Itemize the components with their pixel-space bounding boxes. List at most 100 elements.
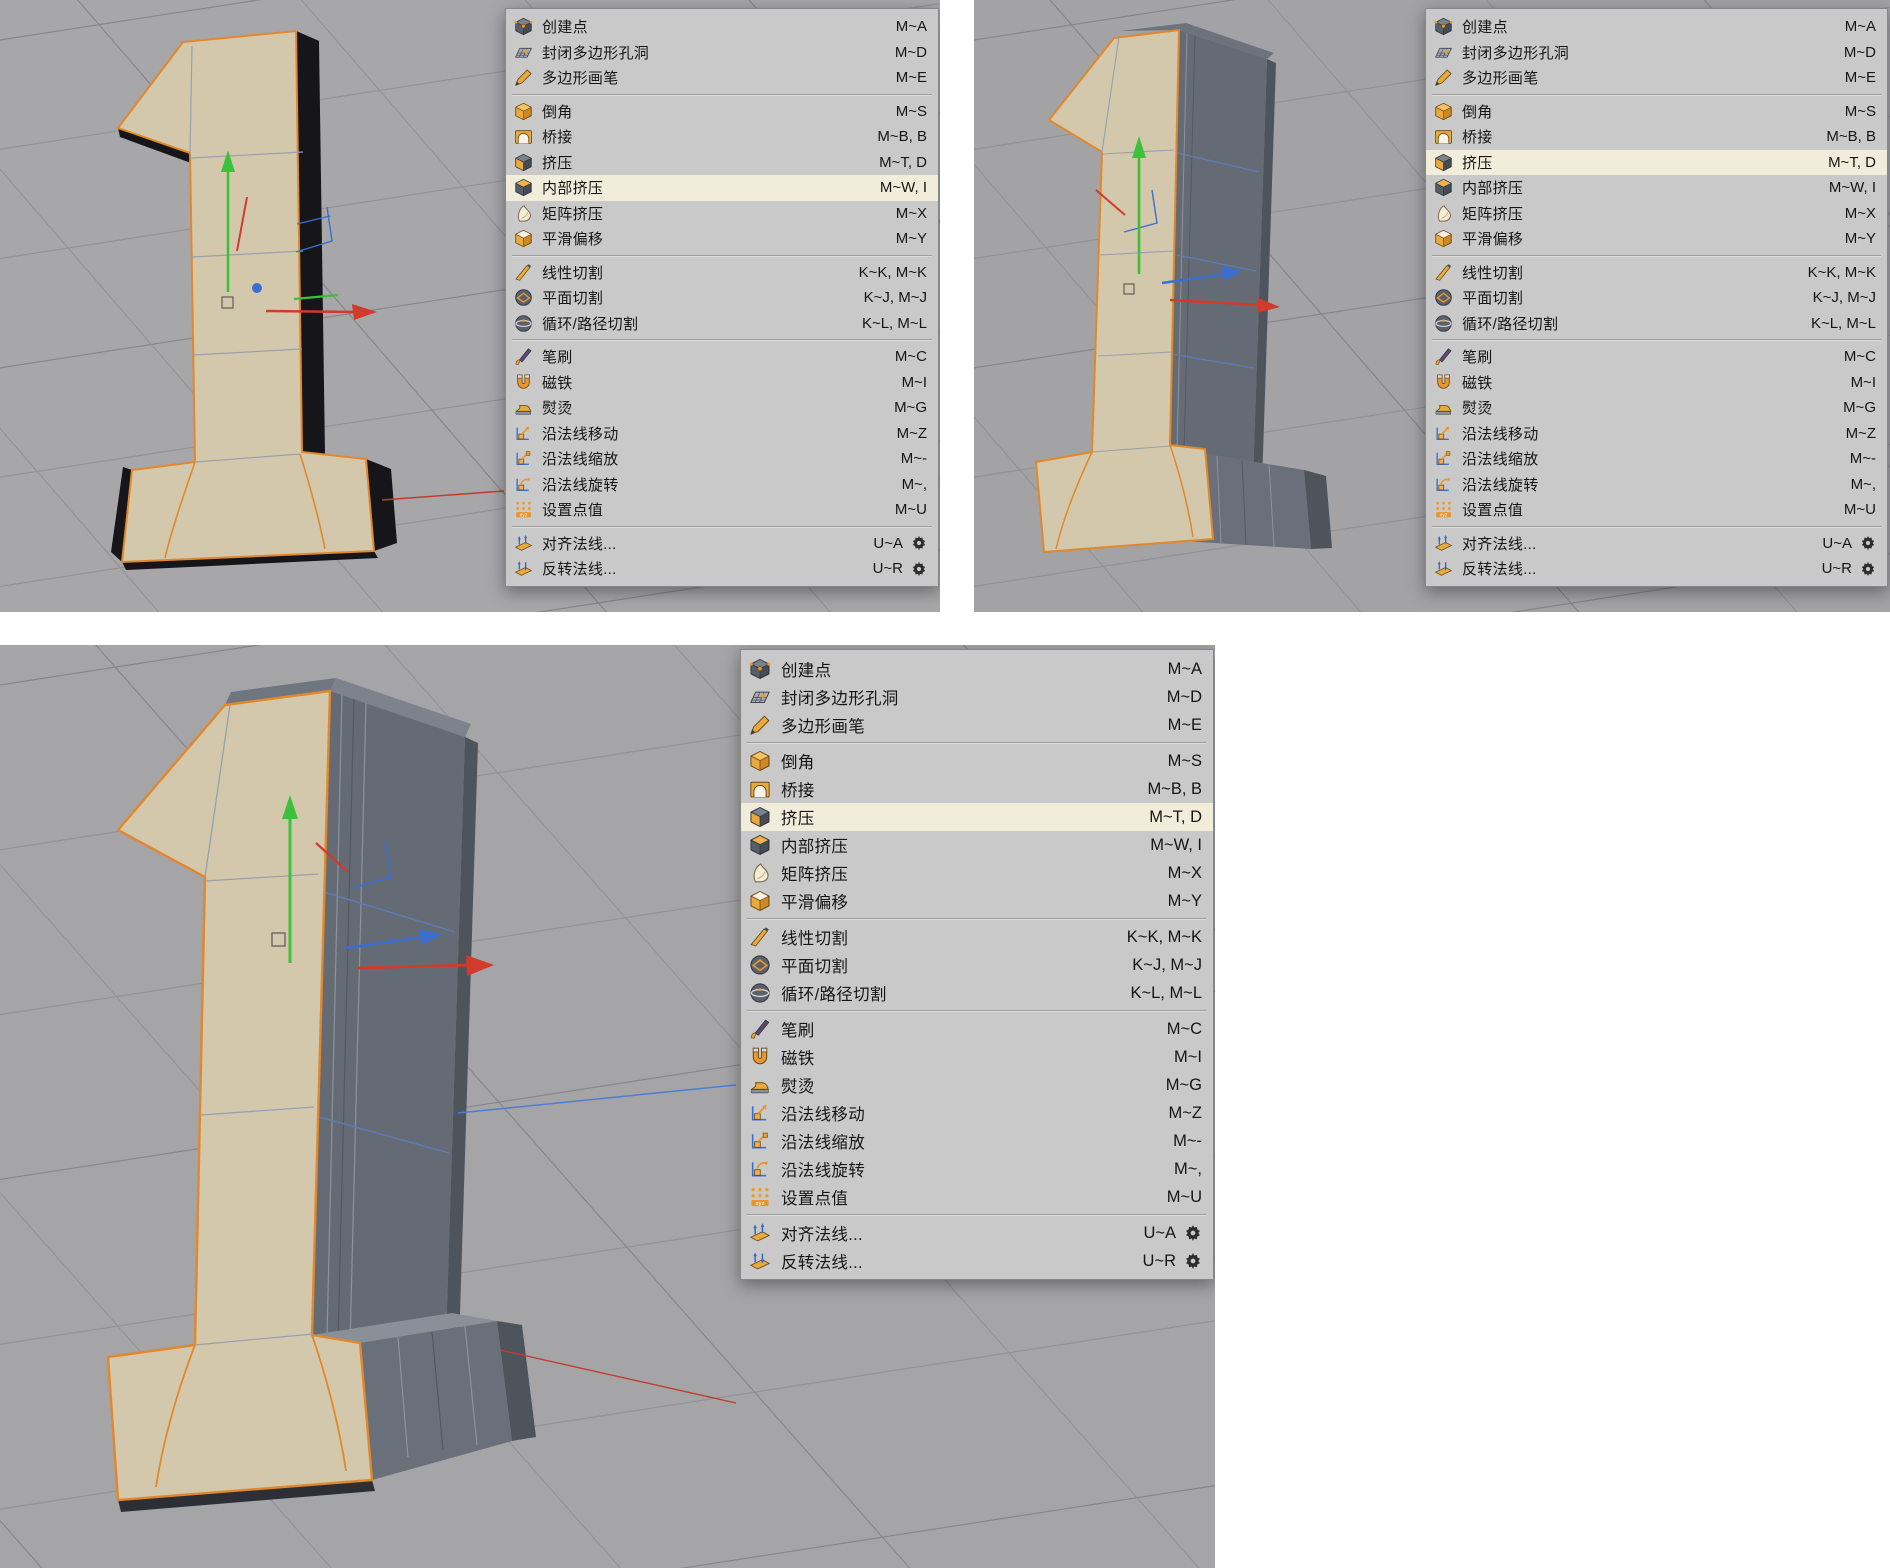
x-axis-arrowhead[interactable] [1257,298,1280,313]
menu-item-shortcut: U~A [1822,534,1852,552]
model-number-1-extruded-large[interactable] [106,678,536,1512]
x-axis-handle[interactable] [1095,189,1126,216]
axis-gizmo[interactable] [271,795,737,1404]
axis-gizmo[interactable] [1095,136,1280,313]
z-axis-arrow[interactable] [344,935,425,950]
gear-icon[interactable] [1860,561,1876,577]
gear-icon[interactable] [1860,535,1876,551]
menu-item-reverse-normals[interactable]: 反转法线...U~R [741,1247,1213,1275]
x-axis-arrowhead[interactable] [466,955,494,976]
menu-item-align-normals[interactable]: 对齐法线...U~A [506,531,938,557]
y-axis-arrowhead[interactable] [1132,136,1146,158]
menu-item-reverse-normals[interactable]: 反转法线...U~R [506,556,938,582]
z-axis-arrow[interactable] [1161,272,1227,285]
menu-item-label: 桥接 [1462,129,1493,147]
menu-item-align-normals[interactable]: 对齐法线...U~A [741,1219,1213,1247]
x-axis-arrow[interactable] [1169,298,1263,307]
x-axis-handle[interactable] [315,842,349,873]
model-front-face[interactable] [106,689,374,1502]
menu-item-reverse-normals[interactable]: 反转法线...U~R [1426,556,1887,582]
z-axis-arrowhead[interactable] [1221,266,1242,281]
z-axis-handle[interactable] [293,293,339,301]
gear-icon[interactable] [911,535,927,551]
z-axis-arrowhead[interactable] [419,929,442,945]
y-axis-arrowhead[interactable] [282,795,298,819]
x-axis-arrow[interactable] [265,309,359,314]
x-axis-arrow[interactable] [356,963,471,970]
model-number-1[interactable] [111,30,397,570]
extrude-icon [514,153,533,172]
model-side-face[interactable] [1170,30,1267,480]
axis-gizmo[interactable] [221,150,505,501]
axis-center-handle[interactable] [252,283,262,293]
gear-icon[interactable] [911,561,927,577]
x-axis-handle[interactable] [236,196,248,252]
menu-item-align-normals[interactable]: 对齐法线...U~A [1426,531,1887,557]
base-side-face[interactable] [360,1321,512,1480]
gear-icon[interactable] [1184,1252,1202,1270]
menu-item-shortcut: K~L, M~L [861,314,927,332]
gear-icon[interactable] [1184,1224,1202,1242]
model-side-face[interactable] [312,691,465,1371]
y-axis-arrowhead[interactable] [221,150,235,172]
x-axis-arrowhead[interactable] [352,304,377,320]
